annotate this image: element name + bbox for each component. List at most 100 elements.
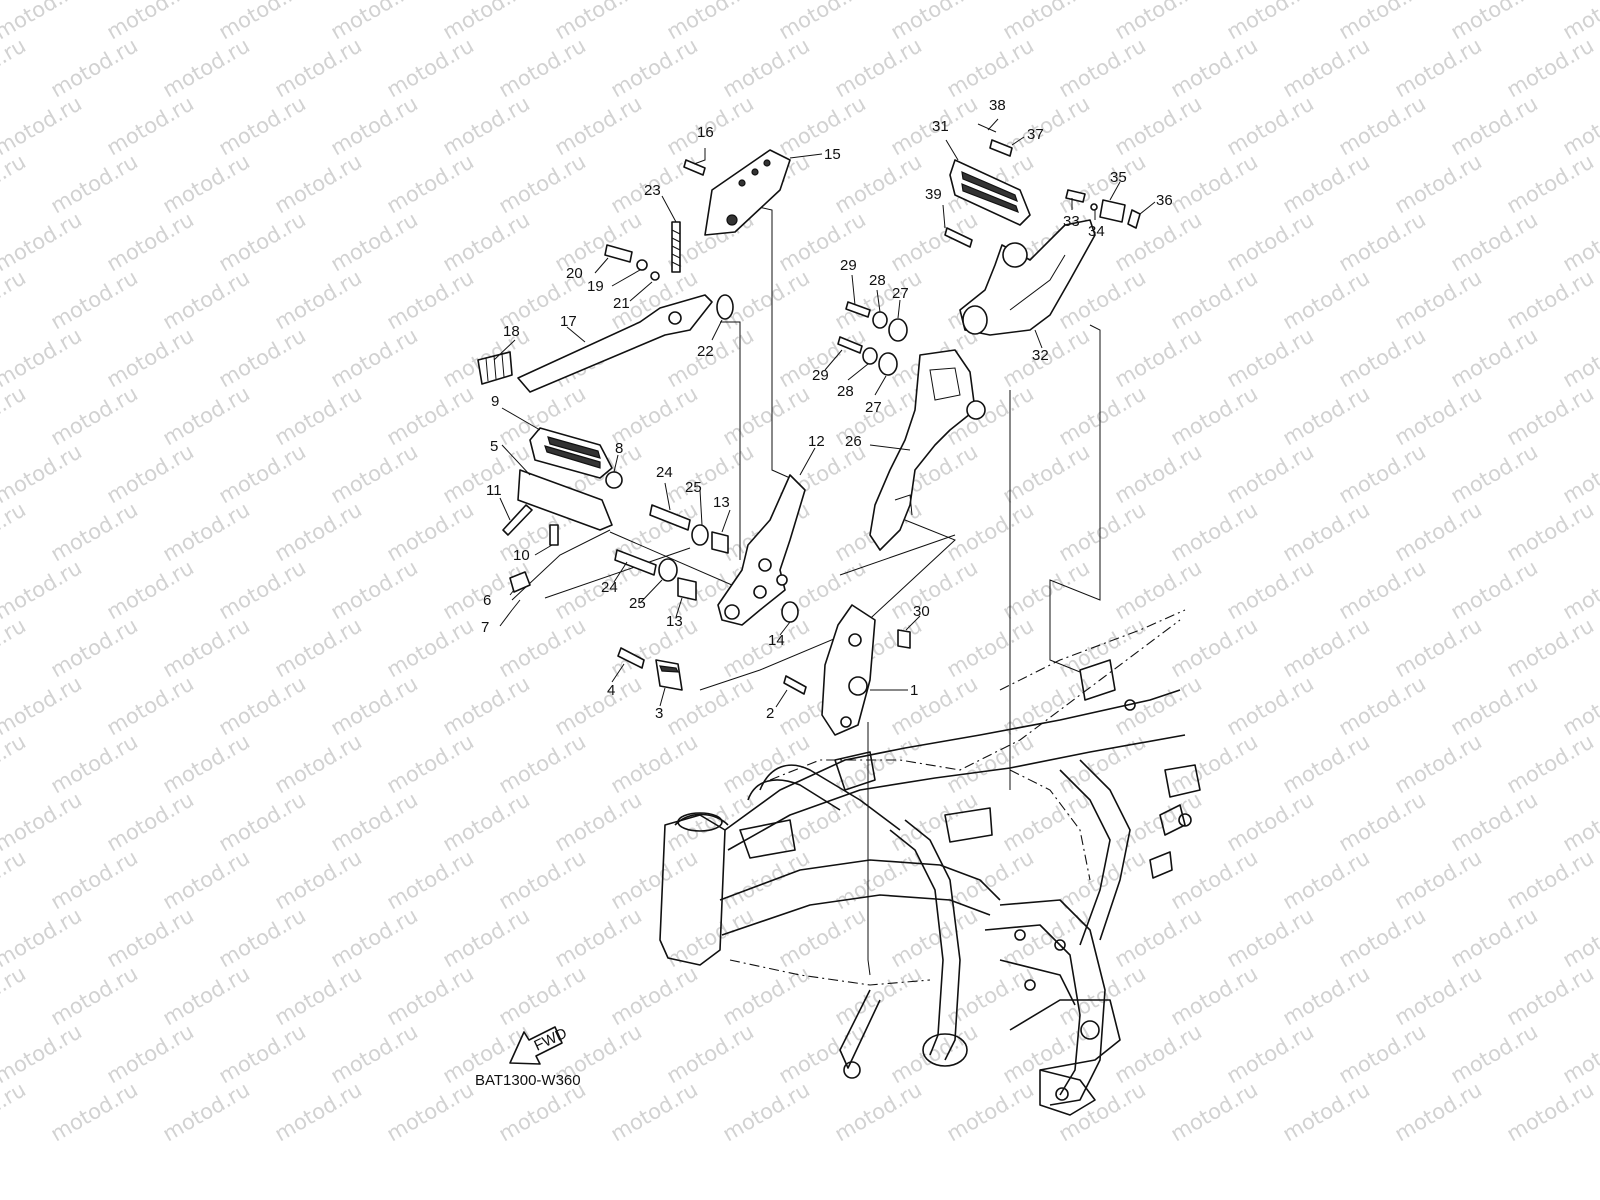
watermark-text: motod.ru: [1503, 613, 1598, 682]
callout-39: 39: [925, 186, 942, 203]
watermark-text: motod.ru: [495, 729, 590, 798]
callout-15: 15: [824, 146, 841, 163]
collar-28-upper: [872, 311, 888, 329]
bolt-24-lower: [614, 549, 657, 576]
watermark-text: motod.ru: [719, 613, 814, 682]
watermark-text: motod.ru: [159, 845, 254, 914]
watermark-text: motod.ru: [0, 1019, 86, 1088]
watermark-text: motod.ru: [775, 0, 870, 44]
watermark-text: motod.ru: [1503, 149, 1598, 218]
callout-25-lower: 25: [629, 595, 646, 612]
watermark-text: motod.ru: [47, 1077, 142, 1146]
watermark-text: motod.ru: [999, 787, 1094, 856]
watermark-text: motod.ru: [887, 0, 982, 44]
bolt-30: [897, 629, 911, 649]
motorcycle-frame: [659, 609, 1201, 1116]
watermark-text: motod.ru: [327, 1019, 422, 1088]
watermark-text: motod.ru: [1335, 207, 1430, 276]
watermark-text: motod.ru: [0, 671, 86, 740]
callout-22: 22: [697, 343, 714, 360]
bolt-39: [944, 227, 973, 248]
watermark-text: motod.ru: [271, 729, 366, 798]
watermark-text: motod.ru: [999, 555, 1094, 624]
watermark-text: motod.ru: [327, 671, 422, 740]
watermark-text: motod.ru: [1223, 323, 1318, 392]
watermark-text: motod.ru: [1111, 207, 1206, 276]
watermark-text: motod.ru: [103, 323, 198, 392]
watermark-text: motod.ru: [0, 265, 30, 334]
watermark-text: motod.ru: [1447, 207, 1542, 276]
watermark-text: motod.ru: [943, 613, 1038, 682]
callout-14: 14: [768, 632, 785, 649]
watermark-text: motod.ru: [327, 787, 422, 856]
watermark-text: motod.ru: [1391, 33, 1486, 102]
spring-33: [1065, 189, 1086, 203]
watermark-text: motod.ru: [551, 671, 646, 740]
watermark-text: motod.ru: [215, 555, 310, 624]
watermark-text: motod.ru: [0, 729, 30, 798]
watermark-text: motod.ru: [0, 33, 30, 102]
pin-11: [502, 504, 533, 536]
watermark-text: motod.ru: [1223, 1019, 1318, 1088]
watermark-text: motod.ru: [719, 33, 814, 102]
watermark-text: motod.ru: [663, 0, 758, 44]
callout-3: 3: [655, 705, 663, 722]
callout-16: 16: [697, 124, 714, 141]
damper-27-upper: [888, 318, 908, 342]
watermark-text: motod.ru: [271, 149, 366, 218]
watermark-text: motod.ru: [0, 91, 86, 160]
callout-38: 38: [989, 97, 1006, 114]
watermark-text: motod.ru: [159, 149, 254, 218]
watermark-text: motod.ru: [887, 787, 982, 856]
watermark-text: motod.ru: [1335, 91, 1430, 160]
watermark-text: motod.ru: [159, 613, 254, 682]
watermark-text: motod.ru: [551, 207, 646, 276]
footrest-5: [517, 469, 613, 531]
watermark-text: motod.ru: [1223, 555, 1318, 624]
watermark-text: motod.ru: [1559, 323, 1600, 392]
passenger-bracket-32: [959, 219, 1096, 336]
watermark-text: motod.ru: [1559, 1019, 1600, 1088]
watermark-text: motod.ru: [47, 613, 142, 682]
watermark-text: motod.ru: [327, 439, 422, 508]
washer-22: [716, 294, 734, 320]
callout-17: 17: [560, 313, 577, 330]
callout-23: 23: [644, 182, 661, 199]
watermark-text: motod.ru: [383, 729, 478, 798]
callout-12: 12: [808, 433, 825, 450]
watermark-text: motod.ru: [1111, 0, 1206, 44]
watermark-text: motod.ru: [327, 91, 422, 160]
watermark-text: motod.ru: [607, 729, 702, 798]
ball-34: [1090, 203, 1098, 211]
watermark-text: motod.ru: [383, 845, 478, 914]
watermark-text: motod.ru: [103, 903, 198, 972]
callout-21: 21: [613, 295, 630, 312]
watermark-text: motod.ru: [271, 613, 366, 682]
watermark-text: motod.ru: [1391, 265, 1486, 334]
watermark-text: motod.ru: [1391, 381, 1486, 450]
bolt-24-upper: [649, 504, 691, 531]
watermark-text: motod.ru: [103, 91, 198, 160]
watermark-text: motod.ru: [1559, 91, 1600, 160]
watermark-text: motod.ru: [1111, 323, 1206, 392]
watermark-text: motod.ru: [1279, 381, 1374, 450]
watermark-text: motod.ru: [383, 381, 478, 450]
watermark-text: motod.ru: [1391, 961, 1486, 1030]
watermark-text: motod.ru: [719, 1077, 814, 1146]
watermark-text: motod.ru: [1167, 149, 1262, 218]
watermark-text: motod.ru: [495, 33, 590, 102]
callout-2: 2: [766, 705, 774, 722]
watermark-text: motod.ru: [47, 845, 142, 914]
watermark-text: motod.ru: [159, 497, 254, 566]
callout-labels: 1 2 3 4 5 6 7 8 9 10 11 12 13 13 14 15 1…: [481, 97, 1173, 722]
watermark-text: motod.ru: [0, 613, 30, 682]
watermark-text: motod.ru: [1503, 497, 1598, 566]
watermark-text: motod.ru: [159, 961, 254, 1030]
collar-14: [781, 601, 799, 623]
watermark-text: motod.ru: [1111, 555, 1206, 624]
watermark-text: motod.ru: [1335, 0, 1430, 44]
watermark-text: motod.ru: [1111, 1019, 1206, 1088]
watermark-text: motod.ru: [775, 91, 870, 160]
watermark-text: motod.ru: [607, 1077, 702, 1146]
watermark-text: motod.ru: [1559, 439, 1600, 508]
